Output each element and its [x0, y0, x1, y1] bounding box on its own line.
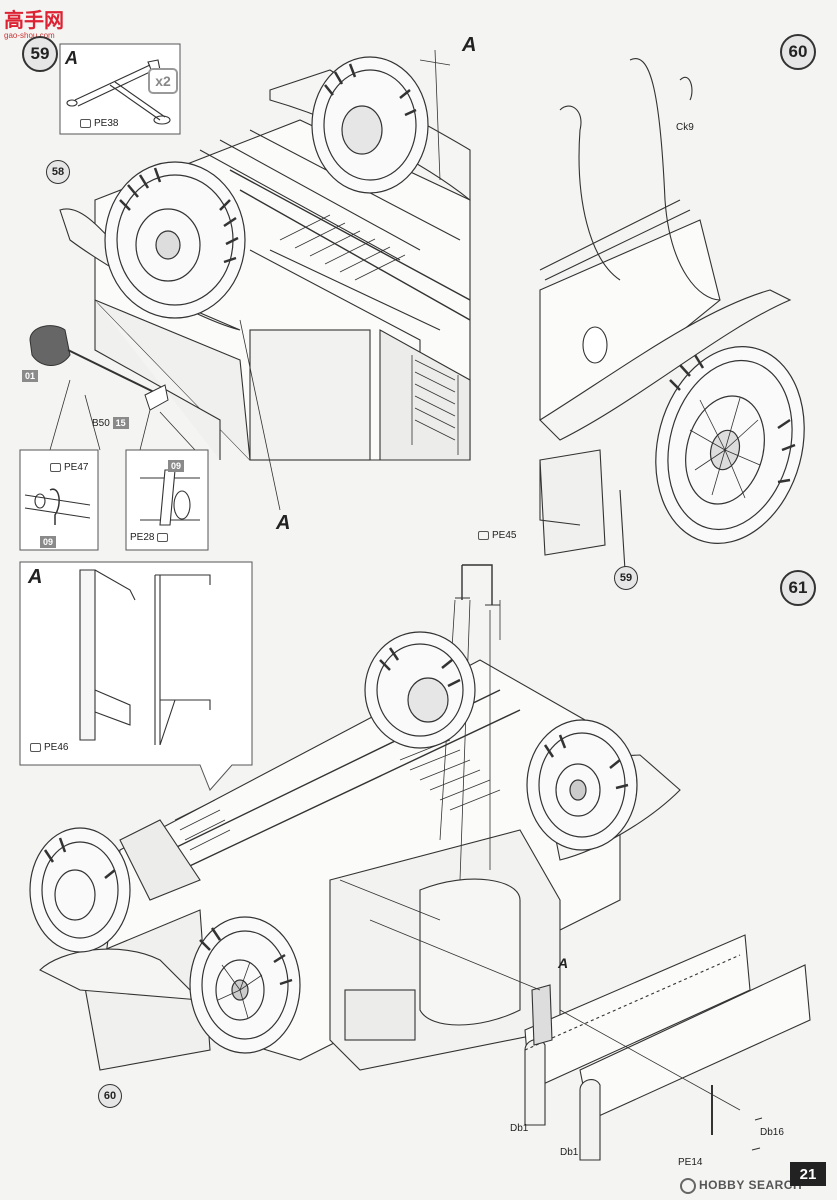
footer-brand: HOBBY SEARCH — [680, 1178, 802, 1194]
footer-brand-text: HOBBY SEARCH — [699, 1178, 803, 1193]
callout-step-58: 58 — [46, 160, 70, 184]
step-number-61: 61 — [780, 570, 816, 606]
part-label-pe45-text: PE45 — [492, 530, 517, 541]
part-label-db1-right: Db1 — [560, 1147, 579, 1158]
watermark-logo: 高手网 gao-shou.com — [4, 4, 64, 40]
part-tag-09-left: 09 — [40, 536, 57, 548]
page-number: 21 — [790, 1162, 826, 1186]
part-label-pe46-text: PE46 — [44, 742, 69, 753]
part-label-db16: Db16 — [760, 1127, 784, 1138]
photo-etch-icon — [50, 462, 61, 472]
part-tag-15: 15 — [112, 417, 129, 429]
part-label-pe38-text: PE38 — [94, 118, 119, 129]
part-tag-09-right: 09 — [168, 460, 185, 472]
detail-letter-a-pe38: A — [65, 48, 78, 68]
detail-letter-a-pe46: A — [28, 566, 43, 588]
part-label-pe14: PE14 — [678, 1157, 703, 1168]
part-label-pe47-text: PE47 — [64, 462, 89, 473]
multiplier-badge: x2 — [148, 68, 178, 94]
part-label-pe38: PE38 — [80, 118, 118, 129]
part-label-ck9: Ck9 — [676, 122, 694, 133]
callout-step-60: 60 — [98, 1084, 122, 1108]
photo-etch-icon — [80, 118, 91, 128]
detail-letter-a-top: A — [462, 34, 477, 56]
part-label-pe28: PE28 — [130, 532, 171, 543]
part-label-pe47: PE47 — [50, 462, 88, 473]
watermark-url: gao-shou.com — [4, 31, 55, 40]
step-number-60: 60 — [780, 34, 816, 70]
part-label-b50-text: B50 — [92, 418, 110, 429]
hobby-search-logo-icon — [680, 1178, 696, 1194]
callout-step-59: 59 — [614, 566, 638, 590]
part-label-pe28-text: PE28 — [130, 532, 155, 543]
watermark-logo-text: 高手网 — [4, 8, 64, 32]
part-label-pe45: PE45 — [478, 530, 516, 541]
part-tag-01: 01 — [22, 370, 39, 382]
part-label-b50: B50 15 — [92, 417, 129, 429]
detail-letter-a-pointer: A — [276, 512, 291, 534]
photo-etch-icon — [30, 742, 41, 752]
part-label-db1-left: Db1 — [510, 1123, 529, 1134]
photo-etch-icon — [478, 530, 489, 540]
photo-etch-icon — [157, 532, 169, 542]
detail-letter-a-step61: A — [558, 955, 569, 971]
step-number-59: 59 — [22, 36, 58, 72]
part-label-pe46: PE46 — [30, 742, 68, 753]
